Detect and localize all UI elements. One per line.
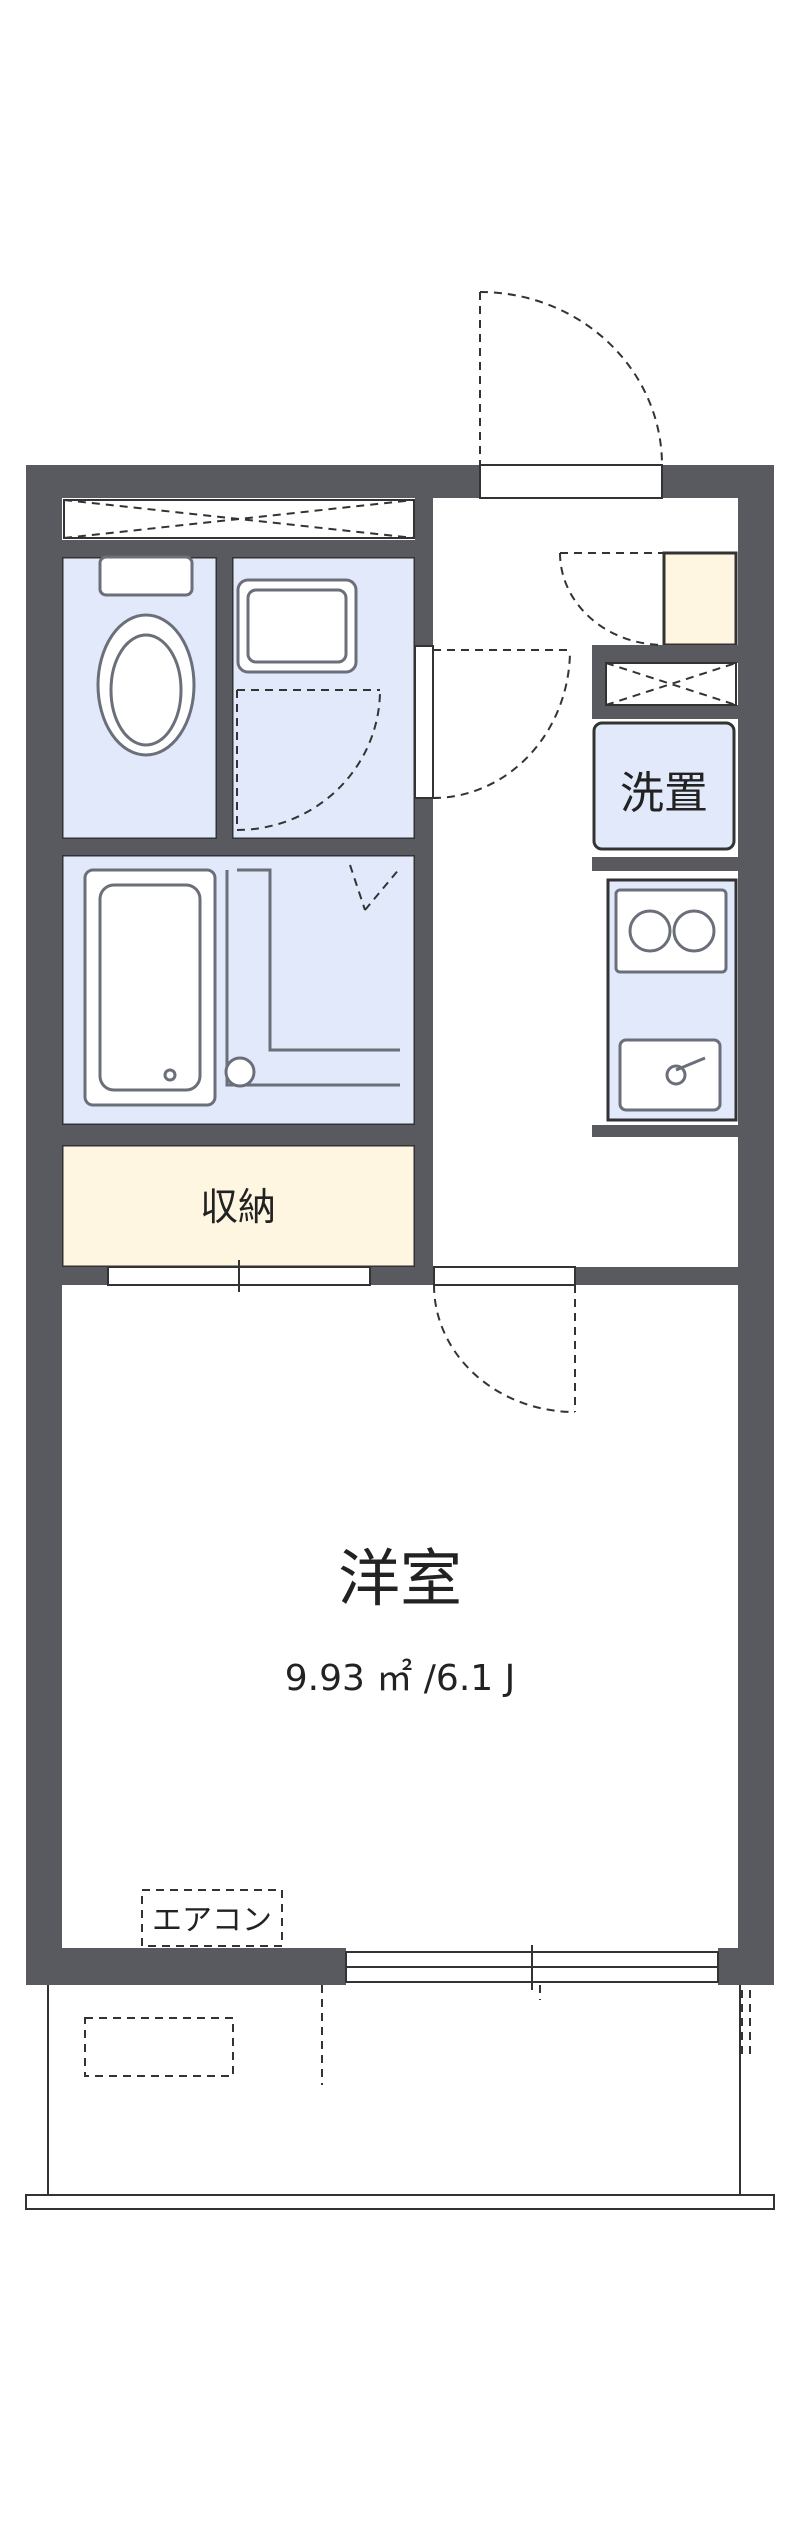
western-door-swing bbox=[433, 1284, 576, 1413]
shoe-box bbox=[662, 551, 738, 647]
washroom-entry-door-swing bbox=[432, 649, 571, 799]
bathtub-icon bbox=[83, 868, 217, 1107]
toilet-icon bbox=[96, 555, 196, 757]
balcony bbox=[25, 1985, 775, 2210]
bath-door-swing bbox=[349, 864, 401, 911]
bath-panel bbox=[224, 868, 400, 1088]
laundry-label: 洗置 bbox=[620, 768, 708, 819]
storage-label: 収納 bbox=[200, 1185, 276, 1229]
balcony-window bbox=[345, 1945, 719, 1990]
balcony-dashed-marks bbox=[84, 1985, 751, 2085]
storage-sliding-door bbox=[107, 1260, 371, 1292]
washroom-door-swing bbox=[236, 689, 381, 831]
air-conditioner-label: エアコン bbox=[152, 1903, 272, 1938]
shoebox-door-swing bbox=[559, 552, 665, 646]
entrance-threshold bbox=[479, 464, 663, 499]
entrance-door-swing bbox=[479, 291, 663, 466]
air-conditioner-box bbox=[141, 1889, 283, 1947]
washroom-entry-opening bbox=[414, 645, 434, 799]
fridge-space bbox=[605, 662, 737, 706]
walls bbox=[26, 465, 774, 1985]
overhead-shelf bbox=[63, 499, 415, 539]
washbasin-icon bbox=[236, 578, 358, 674]
stove-icon bbox=[614, 888, 728, 974]
western-entry-opening bbox=[433, 1266, 576, 1286]
sink-icon bbox=[618, 1038, 722, 1112]
laundry-space bbox=[592, 721, 736, 851]
western-room-area: 9.93 ㎡ /6.1 J bbox=[285, 1657, 516, 1699]
western-room-name: 洋室 bbox=[338, 1542, 462, 1615]
